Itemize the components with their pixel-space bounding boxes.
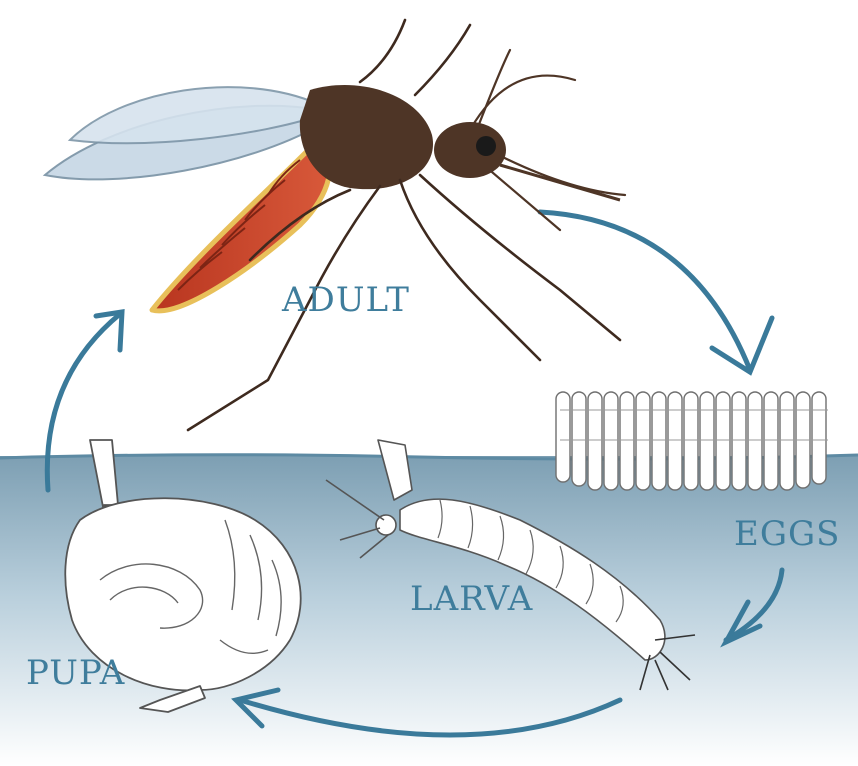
adult-mosquito-icon bbox=[45, 20, 625, 430]
stage-label-pupa: PUPA bbox=[26, 656, 125, 690]
arrow-adult-to-eggs bbox=[540, 212, 750, 370]
arrow-adult-to-eggs-head bbox=[712, 318, 772, 372]
eggs-raft-icon bbox=[556, 392, 828, 490]
stage-label-eggs: EGGS bbox=[734, 517, 840, 551]
stage-label-larva: LARVA bbox=[410, 582, 533, 616]
stage-label-adult: ADULT bbox=[282, 283, 410, 317]
